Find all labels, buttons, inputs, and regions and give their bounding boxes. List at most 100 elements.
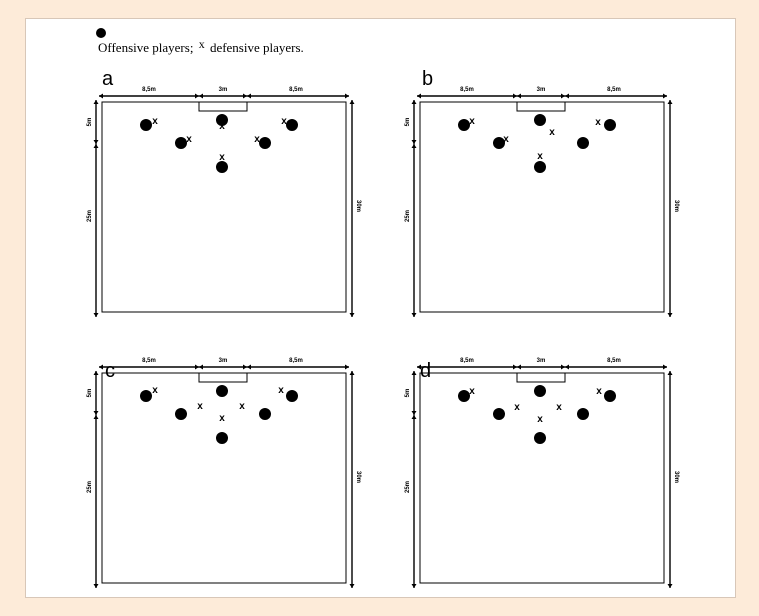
dimension-label-30m: 30m	[355, 471, 361, 483]
offensive-player-right-back	[577, 408, 589, 420]
defensive-player-center-top: x	[219, 386, 225, 397]
dimension-arrow-right-head-start	[247, 364, 251, 370]
goal	[198, 372, 248, 383]
dimension-label-25m: 25m	[87, 481, 93, 493]
dimension-label-right: 8,5m	[607, 358, 621, 364]
court-outline	[419, 101, 665, 313]
dimension-label-left: 8,5m	[142, 358, 156, 364]
court-outline	[419, 372, 665, 584]
offensive-player-left-wing	[458, 119, 470, 131]
dimension-arrow-25m-head-end	[93, 584, 99, 588]
offensive-player-center-bottom	[216, 161, 228, 173]
dimension-arrow-goal-head-end	[243, 364, 247, 370]
defensive-player-right-back: x	[254, 134, 260, 145]
dimension-arrow-25m-head-end	[411, 584, 417, 588]
dimension-label-left: 8,5m	[460, 358, 474, 364]
dimension-label-25m: 25m	[405, 481, 411, 493]
offensive-player-left-wing	[140, 119, 152, 131]
dimension-label-30m: 30m	[355, 200, 361, 212]
dimension-arrow-5m-head-end	[93, 411, 99, 415]
panel-label: a	[102, 68, 114, 90]
legend: Offensive players; x defensive players.	[98, 37, 304, 56]
offensive-player-left-back	[175, 137, 187, 149]
dimension-label-5m: 5m	[87, 118, 93, 127]
dimension-arrow-goal-head-start	[517, 93, 521, 99]
defensive-player-right-back: x	[556, 402, 562, 413]
dimension-arrow-goal-head-end	[561, 364, 565, 370]
dimension-label-goal: 3m	[537, 358, 546, 364]
offensive-player-right-wing	[286, 390, 298, 402]
dimension-arrow-right-head-end	[345, 364, 349, 370]
offensive-player-center-top	[534, 114, 546, 126]
dimension-label-right: 8,5m	[607, 87, 621, 93]
dimension-arrow-goal-head-start	[517, 364, 521, 370]
dimension-label-5m: 5m	[405, 389, 411, 398]
panel-label: b	[422, 68, 433, 90]
offensive-player-left-back	[493, 137, 505, 149]
dimension-arrow-5m-head-end	[411, 411, 417, 415]
dimension-arrow-30m-head-end	[349, 313, 355, 317]
dimension-arrow-30m-head-start	[667, 371, 673, 375]
offensive-player-left-wing	[140, 390, 152, 402]
offensive-player-center-top	[534, 385, 546, 397]
dimension-label-30m: 30m	[673, 471, 679, 483]
defensive-player-center-top: x	[219, 121, 225, 132]
defensive-player-left-back: x	[197, 401, 203, 412]
dimension-arrow-30m-head-end	[667, 313, 673, 317]
defensive-player-left-wing: x	[469, 386, 475, 397]
dimension-arrow-25m-head-end	[411, 313, 417, 317]
dimension-label-goal: 3m	[219, 87, 228, 93]
figure-frame	[25, 18, 736, 598]
dimension-arrow-30m-head-end	[667, 584, 673, 588]
dimension-arrow-left-head-end	[513, 93, 517, 99]
dimension-arrow-30m-head-start	[667, 100, 673, 104]
dimension-label-30m: 30m	[673, 200, 679, 212]
defensive-player-left-wing: x	[152, 385, 158, 396]
dimension-label-25m: 25m	[405, 210, 411, 222]
legend-defensive-marker: x	[198, 37, 205, 51]
panel-label: d	[420, 360, 431, 382]
dimension-label-goal: 3m	[537, 87, 546, 93]
offensive-player-legend-icon	[96, 28, 106, 38]
offensive-player-center-bottom	[534, 432, 546, 444]
offensive-player-center-bottom	[534, 161, 546, 173]
goal	[198, 101, 248, 112]
dimension-arrow-right-head-start	[247, 93, 251, 99]
dimension-arrow-left-head-start	[417, 93, 421, 99]
court-outline	[101, 372, 347, 584]
dimension-arrow-left-head-start	[417, 364, 421, 370]
offensive-player-right-wing	[604, 390, 616, 402]
dimension-arrow-5m-head-start	[411, 371, 417, 375]
offensive-player-left-back	[493, 408, 505, 420]
dimension-arrow-goal-head-start	[199, 93, 203, 99]
defensive-player-right-wing: x	[596, 386, 602, 397]
dimension-label-left: 8,5m	[142, 87, 156, 93]
defensive-player-left-wing: x	[152, 116, 158, 127]
offensive-player-right-back	[259, 408, 271, 420]
dimension-label-5m: 5m	[405, 118, 411, 127]
legend-defensive-text: defensive players.	[209, 40, 304, 55]
dimension-arrow-30m-head-start	[349, 100, 355, 104]
defensive-player-left-wing: x	[469, 116, 475, 127]
defensive-player-left-back: x	[514, 402, 520, 413]
dimension-arrow-5m-head-end	[411, 140, 417, 144]
dimension-label-left: 8,5m	[460, 87, 474, 93]
dimension-arrow-25m-head-start	[93, 415, 99, 419]
dimension-arrow-goal-head-end	[243, 93, 247, 99]
dimension-arrow-25m-head-start	[93, 144, 99, 148]
dimension-arrow-goal-head-end	[561, 93, 565, 99]
dimension-arrow-left-head-end	[195, 93, 199, 99]
dimension-arrow-25m-head-end	[93, 313, 99, 317]
dimension-arrow-right-head-end	[663, 364, 667, 370]
offensive-player-left-wing	[458, 390, 470, 402]
dimension-arrow-25m-head-start	[411, 144, 417, 148]
goal	[516, 101, 566, 112]
dimension-arrow-25m-head-start	[411, 415, 417, 419]
defensive-player-right-wing: x	[278, 385, 284, 396]
offensive-player-right-back	[577, 137, 589, 149]
court-outline	[101, 101, 347, 313]
dimension-arrow-right-head-start	[565, 364, 569, 370]
